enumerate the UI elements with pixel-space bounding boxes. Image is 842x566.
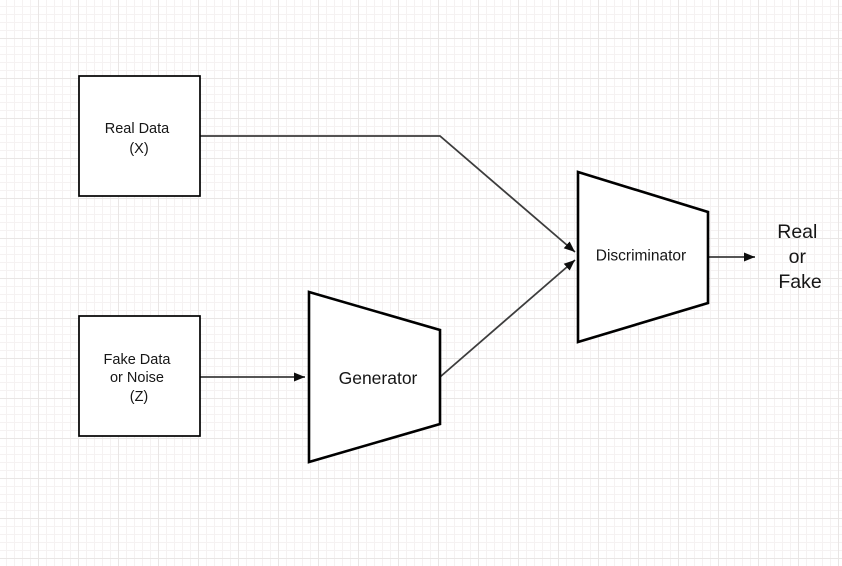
output-label: Real or Fake <box>777 221 823 293</box>
edge-real-data-to-discriminator <box>200 135 576 253</box>
real-data-node <box>78 75 201 197</box>
fake-data-node <box>78 315 201 437</box>
discriminator-node <box>576 170 710 344</box>
edge-generator-to-discriminator <box>439 259 576 378</box>
real-data-label: Real Data (X) <box>105 121 174 157</box>
generator-node <box>307 290 442 464</box>
fake-data-label: Fake Data or Noise (Z) <box>104 352 175 405</box>
generator-label: Generator <box>339 368 418 388</box>
discriminator-label: Discriminator <box>596 248 686 265</box>
